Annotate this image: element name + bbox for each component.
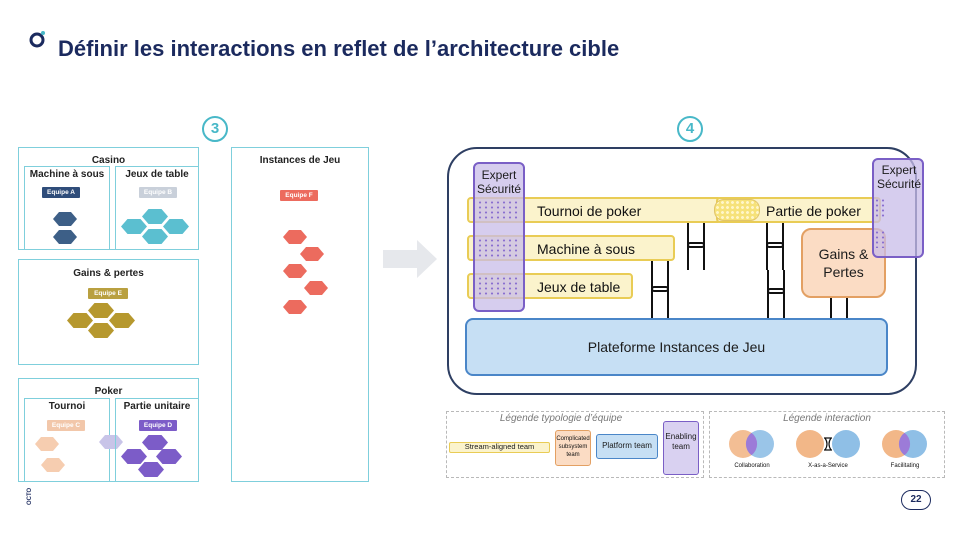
gains-pertes-team: Gains & Pertes: [801, 228, 886, 298]
team-member-hex: [99, 435, 123, 449]
legend-interactions-title: Légende interaction: [783, 413, 871, 424]
team-member-hex: [283, 264, 307, 278]
jeux-box: [115, 166, 199, 250]
collaboration-icon: [729, 430, 774, 458]
dependency-pillar: [687, 222, 705, 270]
legend-stream-aligned: Stream-aligned team: [449, 442, 550, 453]
facilitating-label: Facilitating: [890, 463, 920, 469]
page-title: Définir les interactions en reflet de l’…: [58, 36, 620, 61]
step-3-badge: 3: [202, 116, 228, 142]
facilitating-icon: [882, 430, 927, 458]
collaboration-label: Collaboration: [734, 463, 770, 469]
plateforme-team: Plateforme Instances de Jeu: [465, 318, 888, 376]
poker-title: Poker: [94, 386, 123, 397]
gains-box: [18, 259, 199, 365]
facilitating-overlap: [874, 198, 888, 218]
expert-left-label: Expert Sécurité: [476, 168, 522, 196]
team-member-hex: [88, 323, 114, 338]
dependency-pillar: [767, 270, 785, 318]
team-member-hex: [67, 313, 93, 328]
team-member-hex: [41, 458, 65, 472]
step-4-badge: 4: [677, 116, 703, 142]
x-as-a-service-label: X-as-a-Service: [808, 463, 848, 469]
legend-complicated-subsystem: Complicated subsystem team: [555, 430, 591, 466]
team-member-hex: [138, 462, 164, 477]
partie-title: Partie unitaire: [123, 401, 191, 412]
team-member-hex: [283, 230, 307, 244]
team-member-hex: [88, 303, 114, 318]
dependency-pillar: [830, 296, 848, 318]
team-e-tag: Equipe E: [88, 288, 128, 299]
team-b-tag: Equipe B: [139, 187, 177, 198]
gains-title: Gains & pertes: [73, 268, 144, 279]
legend-team-types-title: Légende typologie d’équipe: [499, 413, 623, 424]
team-member-hex: [53, 212, 77, 226]
team-a-tag: Equipe A: [42, 187, 80, 198]
dependency-pillar: [651, 260, 669, 318]
team-member-hex: [142, 209, 168, 224]
transition-arrow-icon: [383, 240, 437, 278]
team-member-hex: [109, 313, 135, 328]
instances-title: Instances de Jeu: [259, 155, 341, 166]
partie-box: [115, 398, 199, 482]
legend-team-types: [446, 411, 704, 478]
team-member-hex: [156, 449, 182, 464]
casino-title: Casino: [91, 155, 126, 166]
team-member-hex: [304, 281, 328, 295]
tournoi-title: Tournoi: [48, 401, 86, 412]
team-member-hex: [142, 229, 168, 244]
expert-securite-right: [872, 158, 924, 258]
dependency-pillar: [766, 222, 784, 270]
team-member-hex: [35, 437, 59, 451]
facilitating-overlap: [477, 238, 521, 258]
brand-vertical-label: OCTO: [27, 487, 33, 505]
team-f-tag: Equipe F: [280, 190, 318, 201]
team-d-tag: Equipe D: [139, 420, 177, 431]
team-c-tag: Equipe C: [47, 420, 85, 431]
team-member-hex: [121, 449, 147, 464]
jeux-title: Jeux de table: [125, 169, 189, 180]
instances-box: [231, 147, 369, 482]
legend-interactions: [709, 411, 945, 478]
facilitating-overlap: [874, 230, 888, 248]
team-member-hex: [142, 435, 168, 450]
machine-title: Machine à sous: [29, 169, 105, 180]
x-as-a-service-icon: [796, 430, 860, 458]
team-member-hex: [121, 219, 147, 234]
team-member-hex: [283, 300, 307, 314]
facilitating-overlap: [477, 276, 521, 296]
page-number: 22: [901, 490, 931, 510]
legend-enabling: Enabling team: [663, 421, 699, 475]
team-member-hex: [163, 219, 189, 234]
legend-platform: Platform team: [596, 434, 658, 459]
collaboration-overlap: [714, 199, 760, 221]
octo-logo-icon: [29, 31, 45, 48]
facilitating-overlap: [477, 200, 521, 220]
team-member-hex: [300, 247, 324, 261]
team-member-hex: [53, 230, 77, 244]
architecture-frame: [447, 147, 917, 395]
machine-box: [24, 166, 110, 250]
expert-right-label: Expert Sécurité: [876, 163, 922, 191]
